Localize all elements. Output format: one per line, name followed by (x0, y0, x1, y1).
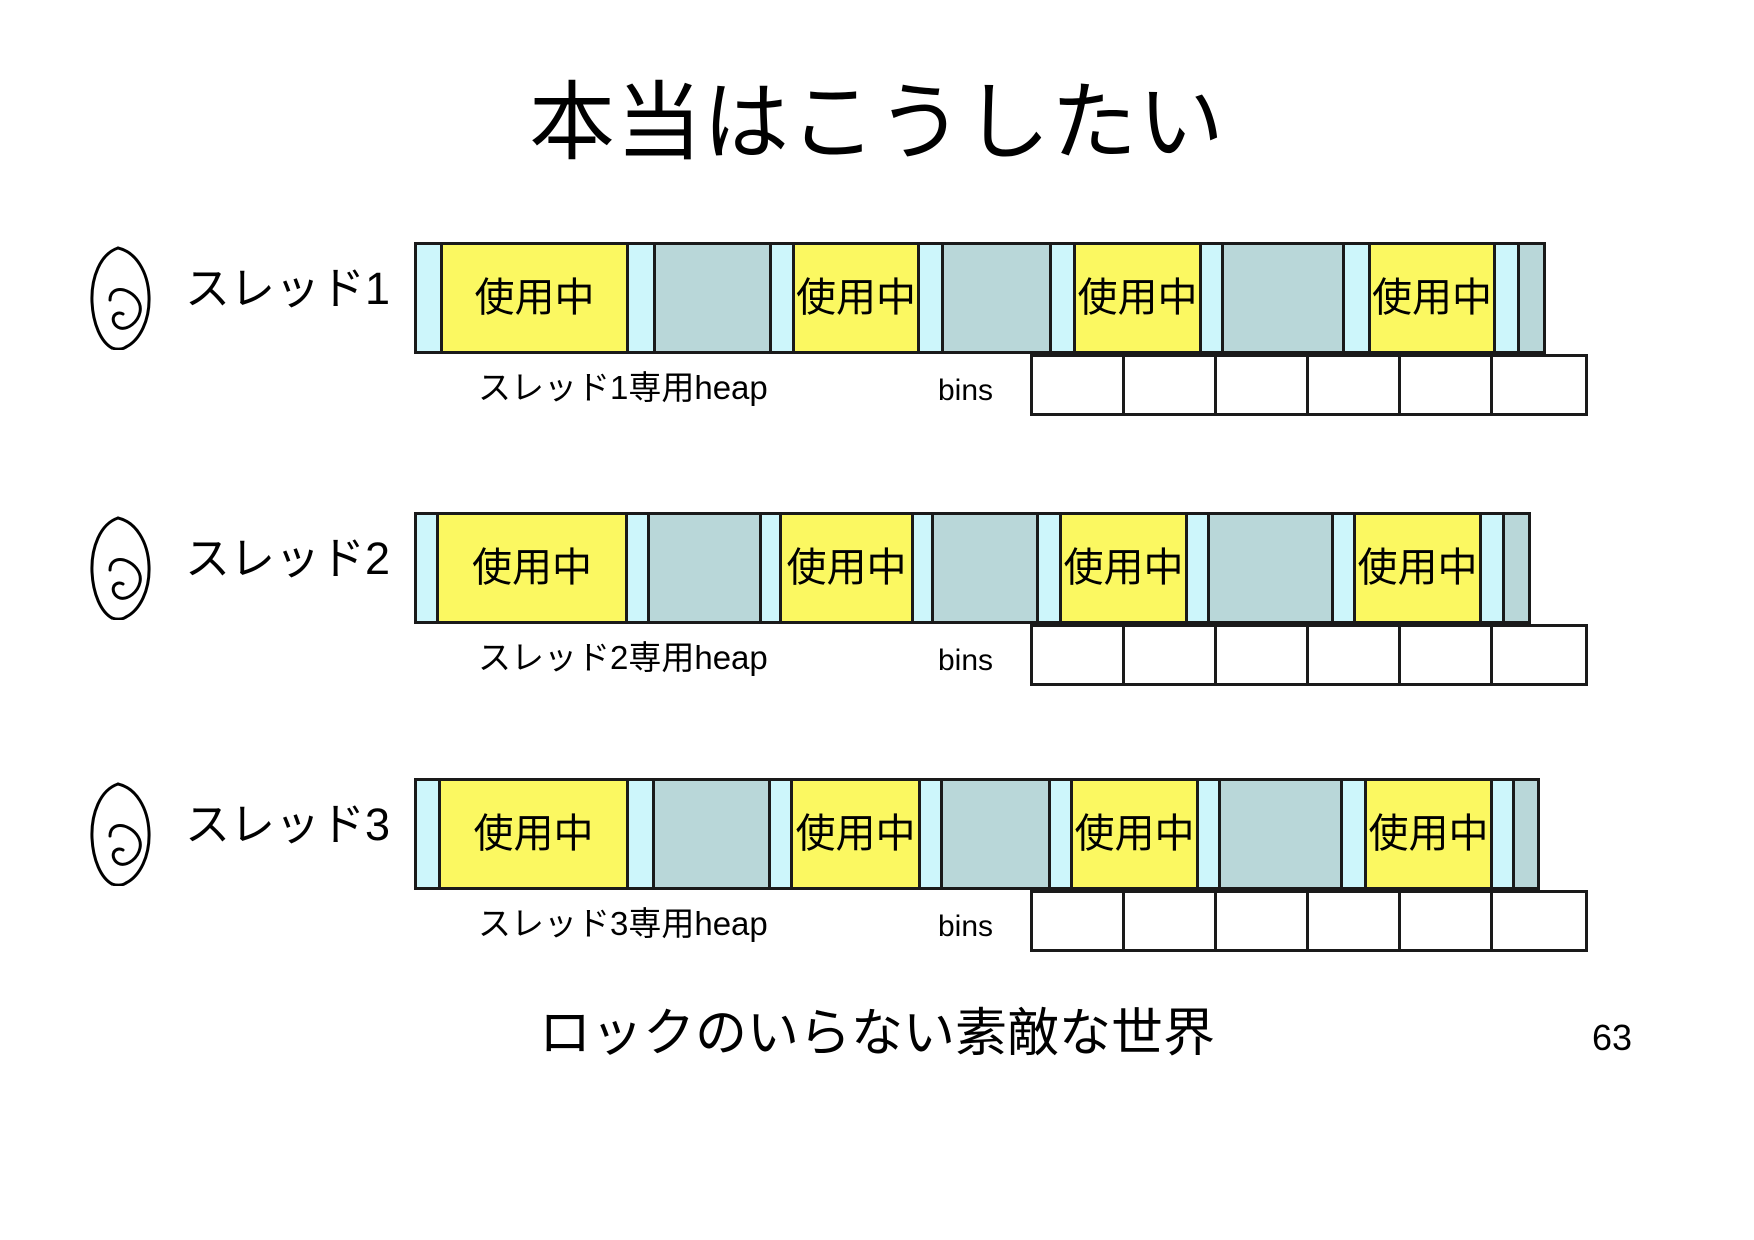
bin-cell (1309, 357, 1401, 413)
heap-segment-free (1515, 781, 1537, 887)
footer-caption: ロックのいらない素敵な世界 (538, 1005, 1215, 1063)
heap-segment-free (656, 245, 772, 351)
heap-segment-free (1505, 515, 1528, 621)
bin-cell (1217, 357, 1309, 413)
heap-segment-free (1210, 515, 1334, 621)
bin-cell (1401, 627, 1493, 683)
heap-segment-free (655, 781, 771, 887)
bin-cell (1309, 627, 1401, 683)
heap-segment-gap (1493, 781, 1515, 887)
heap-segment-gap (1343, 781, 1367, 887)
heap-segment-gap (1345, 245, 1371, 351)
heap-segment-used: 使用中 (795, 245, 920, 351)
heap-bar-3: 使用中 使用中 使用中 使用中 (414, 778, 1540, 890)
bin-cell (1401, 357, 1493, 413)
thread-label-1: スレッド1 (185, 263, 391, 314)
heap-segment-free (1221, 781, 1343, 887)
heap-segment-gap (1051, 781, 1073, 887)
heap-segment-gap (417, 781, 441, 887)
heap-segment-gap (1188, 515, 1210, 621)
bin-cell (1217, 893, 1309, 949)
heap-segment-free (934, 515, 1039, 621)
heap-segment-used: 使用中 (443, 245, 629, 351)
bin-cell (1033, 357, 1125, 413)
bin-cell (1401, 893, 1493, 949)
heap-caption-2: スレッド2専用heap (478, 639, 768, 676)
heap-segment-gap (629, 781, 655, 887)
heap-caption-3: スレッド3専用heap (478, 905, 768, 942)
heap-segment-gap (914, 515, 934, 621)
heap-bar-1: 使用中 使用中 使用中 使用中 (414, 242, 1546, 354)
thread-loop-icon (88, 514, 158, 620)
bins-label-1: bins (938, 374, 994, 407)
bins-table-2 (1030, 624, 1588, 686)
heap-bar-2: 使用中 使用中 使用中 使用中 (414, 512, 1531, 624)
bin-cell (1217, 627, 1309, 683)
heap-segment-gap (920, 245, 944, 351)
heap-segment-gap (628, 515, 650, 621)
thread-loop-icon (88, 780, 158, 886)
page-title: 本当はこうしたい (529, 75, 1225, 171)
heap-segment-free (1520, 245, 1543, 351)
heap-segment-used: 使用中 (782, 515, 914, 621)
heap-segment-gap (1482, 515, 1505, 621)
heap-segment-gap (772, 245, 795, 351)
bins-label-3: bins (938, 910, 994, 943)
heap-segment-used: 使用中 (793, 781, 921, 887)
heap-segment-gap (1202, 245, 1224, 351)
heap-segment-gap (1052, 245, 1076, 351)
heap-segment-used: 使用中 (1367, 781, 1493, 887)
heap-segment-gap (629, 245, 656, 351)
heap-segment-gap (762, 515, 782, 621)
page-number: 63 (1592, 1017, 1633, 1058)
heap-segment-gap (417, 515, 439, 621)
heap-segment-free (943, 781, 1051, 887)
heap-segment-used: 使用中 (441, 781, 629, 887)
heap-segment-free (1224, 245, 1345, 351)
bin-cell (1125, 357, 1217, 413)
heap-segment-used: 使用中 (1371, 245, 1496, 351)
bin-cell (1125, 627, 1217, 683)
thread-label-2: スレッド2 (185, 533, 391, 584)
heap-segment-free (650, 515, 762, 621)
bins-label-2: bins (938, 644, 994, 677)
bin-cell (1033, 627, 1125, 683)
bin-cell (1493, 893, 1585, 949)
bin-cell (1033, 893, 1125, 949)
heap-segment-used: 使用中 (439, 515, 628, 621)
bins-table-3 (1030, 890, 1588, 952)
heap-segment-used: 使用中 (1076, 245, 1202, 351)
bin-cell (1125, 893, 1217, 949)
heap-segment-gap (1039, 515, 1062, 621)
heap-segment-gap (1496, 245, 1520, 351)
heap-segment-gap (417, 245, 443, 351)
heap-segment-gap (921, 781, 943, 887)
heap-segment-gap (771, 781, 793, 887)
bin-cell (1493, 627, 1585, 683)
heap-segment-used: 使用中 (1062, 515, 1188, 621)
thread-label-3: スレッド3 (185, 799, 391, 850)
heap-segment-gap (1334, 515, 1356, 621)
bin-cell (1493, 357, 1585, 413)
thread-loop-icon (88, 244, 158, 350)
heap-segment-gap (1199, 781, 1221, 887)
heap-segment-free (944, 245, 1052, 351)
bin-cell (1309, 893, 1401, 949)
heap-caption-1: スレッド1専用heap (478, 369, 768, 406)
heap-segment-used: 使用中 (1073, 781, 1199, 887)
heap-segment-used: 使用中 (1356, 515, 1482, 621)
bins-table-1 (1030, 354, 1588, 416)
